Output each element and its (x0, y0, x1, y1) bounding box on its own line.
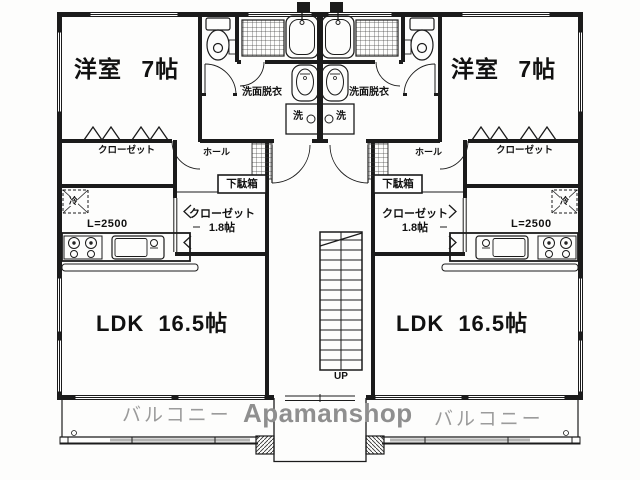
ldk-label-right: LDK 16.5帖 (396, 311, 529, 336)
pillar (255, 435, 275, 455)
washer-label-left: 洗 (293, 111, 303, 122)
balcony-label-right: バルコニー (434, 409, 544, 430)
closet-label-right: クローゼット (496, 145, 554, 156)
hall-label-left: ホール (203, 147, 231, 157)
shoe-cabinet-label-right: 下駄箱 (382, 178, 414, 190)
bedroom-label-left: 洋室 7帖 (74, 56, 180, 82)
walkin-closet-label-right: クローゼット 1.8帖 (376, 207, 454, 235)
fridge-label-left: 冷 (69, 196, 79, 206)
center-core (285, 14, 363, 402)
exterior-walls (57, 2, 320, 400)
fridge-label-right: 冷 (560, 196, 570, 206)
balcony (59, 400, 275, 455)
walkin-closet-name: クローゼット (189, 208, 255, 220)
folding-door-icon (83, 125, 169, 142)
balcony-label-left: バルコニー (122, 405, 232, 426)
stairs-up-label: UP (334, 371, 348, 382)
balcony-rail (110, 438, 250, 442)
washroom-label-right: 洗面脱衣 (349, 87, 389, 98)
watermark: Apamanshop (243, 398, 413, 428)
door-arc (171, 140, 201, 170)
party-wall (317, 14, 323, 142)
bedroom-label-right: 洋室 7帖 (451, 56, 557, 82)
shoe-cabinet-box (217, 174, 267, 194)
washer-label-right: 洗 (336, 111, 346, 122)
walkin-closet-name: クローゼット (382, 208, 448, 220)
windows (57, 12, 313, 400)
bathroom (239, 12, 319, 87)
door-swing-marks (183, 204, 200, 250)
interior-walls (62, 14, 320, 398)
unit-linework (57, 2, 320, 463)
hall-label-right: ホール (415, 147, 443, 157)
sliding-door (173, 198, 178, 252)
door-arc (239, 61, 265, 87)
closet-label-left: クローゼット (98, 145, 156, 156)
entrance-sliding-door (285, 394, 355, 402)
walkin-closet-size: 1.8帖 (208, 222, 236, 234)
walkin-closet-label-left: クローゼット 1.8帖 (183, 207, 261, 235)
vanity-sink-icon (291, 64, 319, 102)
shoe-cabinet-label-left: 下駄箱 (226, 178, 258, 190)
porch-outline (273, 398, 320, 463)
counter-length-label-right: L=2500 (511, 218, 552, 230)
staircase (319, 231, 363, 371)
counter-length-label-left: L=2500 (87, 218, 128, 230)
ldk-label-left: LDK 16.5帖 (96, 311, 229, 336)
vent-shaft (297, 2, 310, 12)
kitchen-sink-icon (111, 235, 165, 260)
entry-door (271, 144, 311, 184)
drain (71, 430, 77, 436)
entry-tile (251, 142, 273, 180)
door-arc (271, 144, 311, 184)
kitchen-stove-icon (63, 235, 103, 260)
toilet-icon (204, 17, 237, 96)
counter-edge (61, 263, 199, 272)
kitchen-counter (61, 232, 199, 272)
walkin-closet-size: 1.8帖 (401, 222, 429, 234)
bathtub-icon (285, 12, 319, 59)
door-arc (204, 63, 237, 96)
shower-floor (241, 19, 285, 57)
washroom-label-left: 洗面脱衣 (242, 87, 282, 98)
